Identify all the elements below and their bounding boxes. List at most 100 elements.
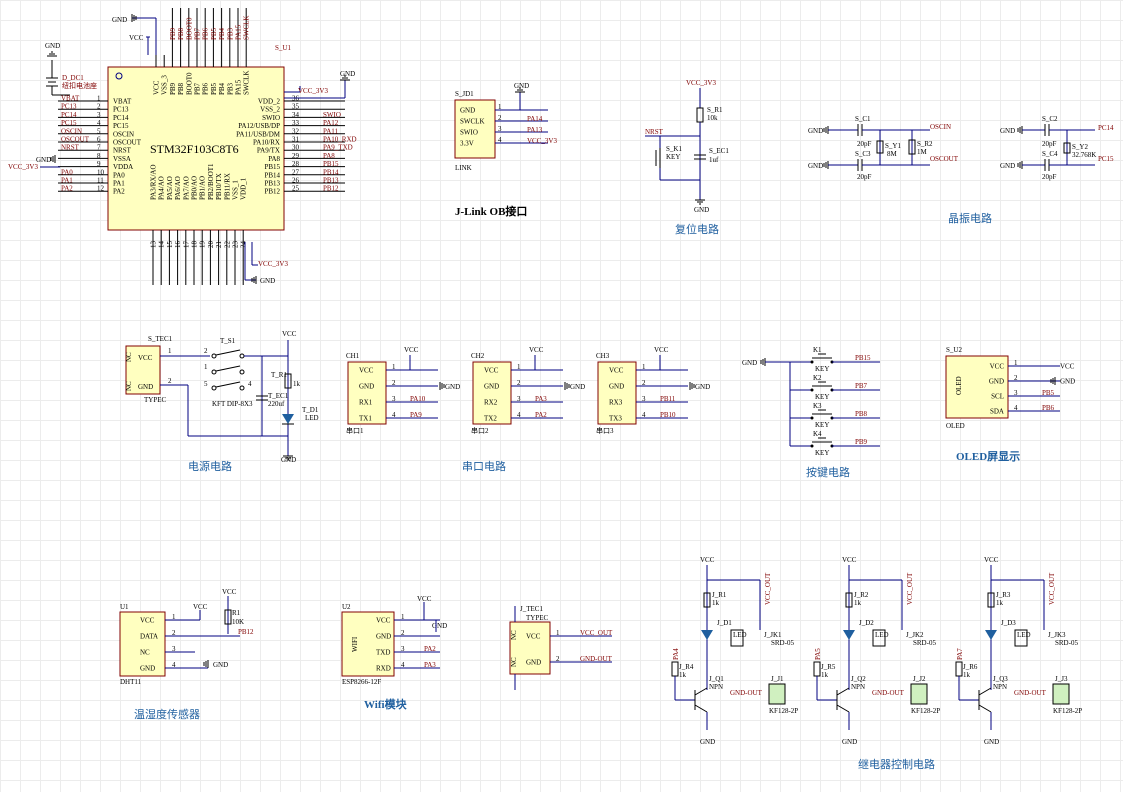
key-ref-3: K4: [813, 430, 822, 438]
serial-ch3-body[interactable]: [597, 361, 637, 425]
serial-ch1-pin-1: GND: [359, 383, 374, 391]
oled-pin-1: GND: [989, 378, 1004, 386]
relay-q-e: [836, 704, 850, 713]
serial-ch2-n4: PA2: [535, 411, 547, 419]
svg-text:GND: GND: [1000, 127, 1015, 135]
oled-num: 3: [1014, 389, 1018, 397]
reset-c-ref: S_EC1: [709, 147, 729, 155]
mcu-right-num-11: 25: [292, 185, 300, 193]
serial-ch1-pin-0: VCC: [359, 367, 374, 375]
relay-gnd: GND: [984, 738, 999, 746]
mcu-left-pin-9: PA0: [113, 171, 125, 179]
serial-ch2-pin-0: VCC: [484, 367, 499, 375]
jlink-body[interactable]: [454, 99, 496, 159]
reset-c-val: 1uf: [709, 156, 719, 164]
key-net-3: PB9: [855, 438, 868, 446]
power-n1: 1: [168, 347, 172, 355]
mcu-left-num-5: 6: [97, 136, 101, 144]
mcu-left-net-10: PA1: [61, 177, 73, 185]
relay-in-1: PA5: [814, 648, 822, 660]
crystal-c1: S_C1: [855, 115, 871, 123]
serial-ch3-pin-3: TX3: [609, 415, 622, 423]
crystal-c2: S_C2: [1042, 115, 1058, 123]
mcu-bottom-pin-6: PB1/AO: [199, 176, 207, 200]
serial-num: 2: [642, 379, 646, 387]
relay-q-1: J_Q2: [851, 675, 866, 683]
oled-pin-2: SCL: [991, 393, 1004, 401]
mcu-top-net-6: PB6: [202, 27, 210, 40]
mcu-right-net-2: SWIO: [323, 111, 341, 119]
mcu-name: STM32F103C8T6: [150, 142, 239, 156]
mcu-bottom-pin-10: VSS_1: [232, 180, 240, 200]
serial-num: 4: [642, 411, 646, 419]
mcu-body[interactable]: [107, 66, 285, 231]
jlink-ref: S_JD1: [455, 90, 474, 98]
mcu-right-pin-8: PB15: [264, 163, 280, 171]
serial-ch3-n3: PB11: [660, 395, 676, 403]
key-net-1: PB7: [855, 382, 868, 390]
oled-net-1: GND: [1060, 378, 1075, 386]
serial-ch1-body[interactable]: [347, 361, 387, 425]
power-sw: T_S1: [220, 337, 236, 345]
mcu-bottom-pin-1: PA4/AO: [158, 176, 166, 200]
dht-title: 温湿度传感器: [134, 707, 200, 721]
serial-num: 4: [392, 411, 396, 419]
serial-num: 2: [517, 379, 521, 387]
serial-ch3-foot: 串口3: [596, 427, 614, 435]
serial-ch1-foot: 串口1: [346, 427, 364, 435]
relay-d-1: J_D2: [859, 619, 874, 627]
crystal-oscout: OSCOUT: [930, 155, 959, 163]
relay-r4-val: 1k: [679, 671, 687, 679]
mcu-left-net-5: OSCOUT: [61, 136, 90, 144]
jlink-num-3: 4: [498, 136, 502, 144]
power-vcc: VCC: [282, 330, 297, 338]
mcu-left-pin-3: PC15: [113, 122, 129, 130]
dht-vcc: VCC: [193, 603, 208, 611]
crystal-r2: S_R2: [917, 140, 933, 148]
wifi-body[interactable]: [341, 611, 395, 677]
oled-pin-0: VCC: [990, 363, 1005, 371]
serial-gnd-symbol: [439, 381, 445, 391]
typec2-body[interactable]: [509, 621, 551, 675]
mcu-top-pin-3: PB8: [177, 82, 185, 95]
wifi-ref: U2: [342, 603, 351, 611]
key-contact: [810, 388, 814, 392]
mcu-top-pin-1: VSS_3: [161, 75, 169, 95]
mcu-top-net-9: PB3: [226, 27, 234, 40]
relay-jk-0: J_JK1: [764, 631, 782, 639]
relay-gout: GND-OUT: [730, 689, 763, 697]
mcu-top-pin-10: PA15: [235, 79, 243, 95]
relay-r4-val: 1k: [821, 671, 829, 679]
mcu-left-pin-8: VDDA: [113, 163, 133, 171]
mcu-bottom-num-8: 21: [215, 241, 223, 249]
mcu-right-net-6: PA9_TXD: [323, 144, 353, 152]
wifi-n4: PA3: [424, 661, 436, 669]
key-val-0: KEY: [815, 365, 829, 373]
relay-led: LED: [733, 631, 747, 639]
keys-gnd: GND: [742, 359, 757, 367]
relay-q-c: [694, 687, 708, 696]
power-r: T_R1: [271, 371, 287, 379]
oled-body[interactable]: [945, 355, 1009, 419]
power-d-val: LED: [305, 414, 319, 422]
power-typec-body[interactable]: [125, 345, 161, 395]
crystal-c4: S_C4: [1042, 150, 1058, 158]
serial-ch2-body[interactable]: [472, 361, 512, 425]
relay-q-c: [836, 687, 850, 696]
mcu-left-net-9: PA0: [61, 168, 73, 176]
relay-vout: VCC_OUT: [1048, 572, 1056, 605]
jlink-pin-3: 3.3V: [460, 140, 474, 148]
dht-body[interactable]: [119, 611, 166, 677]
mcu-right-pin-9: PB14: [264, 171, 280, 179]
relay-r1-0: J_R1: [712, 591, 727, 599]
wifi-num: 1: [401, 613, 405, 621]
mcu-bottom-num-9: 22: [223, 241, 231, 249]
mcu-right-pin-4: PA11/USB/DM: [236, 130, 281, 138]
relay-led-symbol: [985, 630, 997, 640]
mcu-right-num-7: 29: [292, 152, 300, 160]
mcu-left-pin-2: PC14: [113, 114, 129, 122]
mcu-top-net-8: PB4: [218, 27, 226, 40]
mcu-right-num-2: 34: [292, 111, 300, 119]
